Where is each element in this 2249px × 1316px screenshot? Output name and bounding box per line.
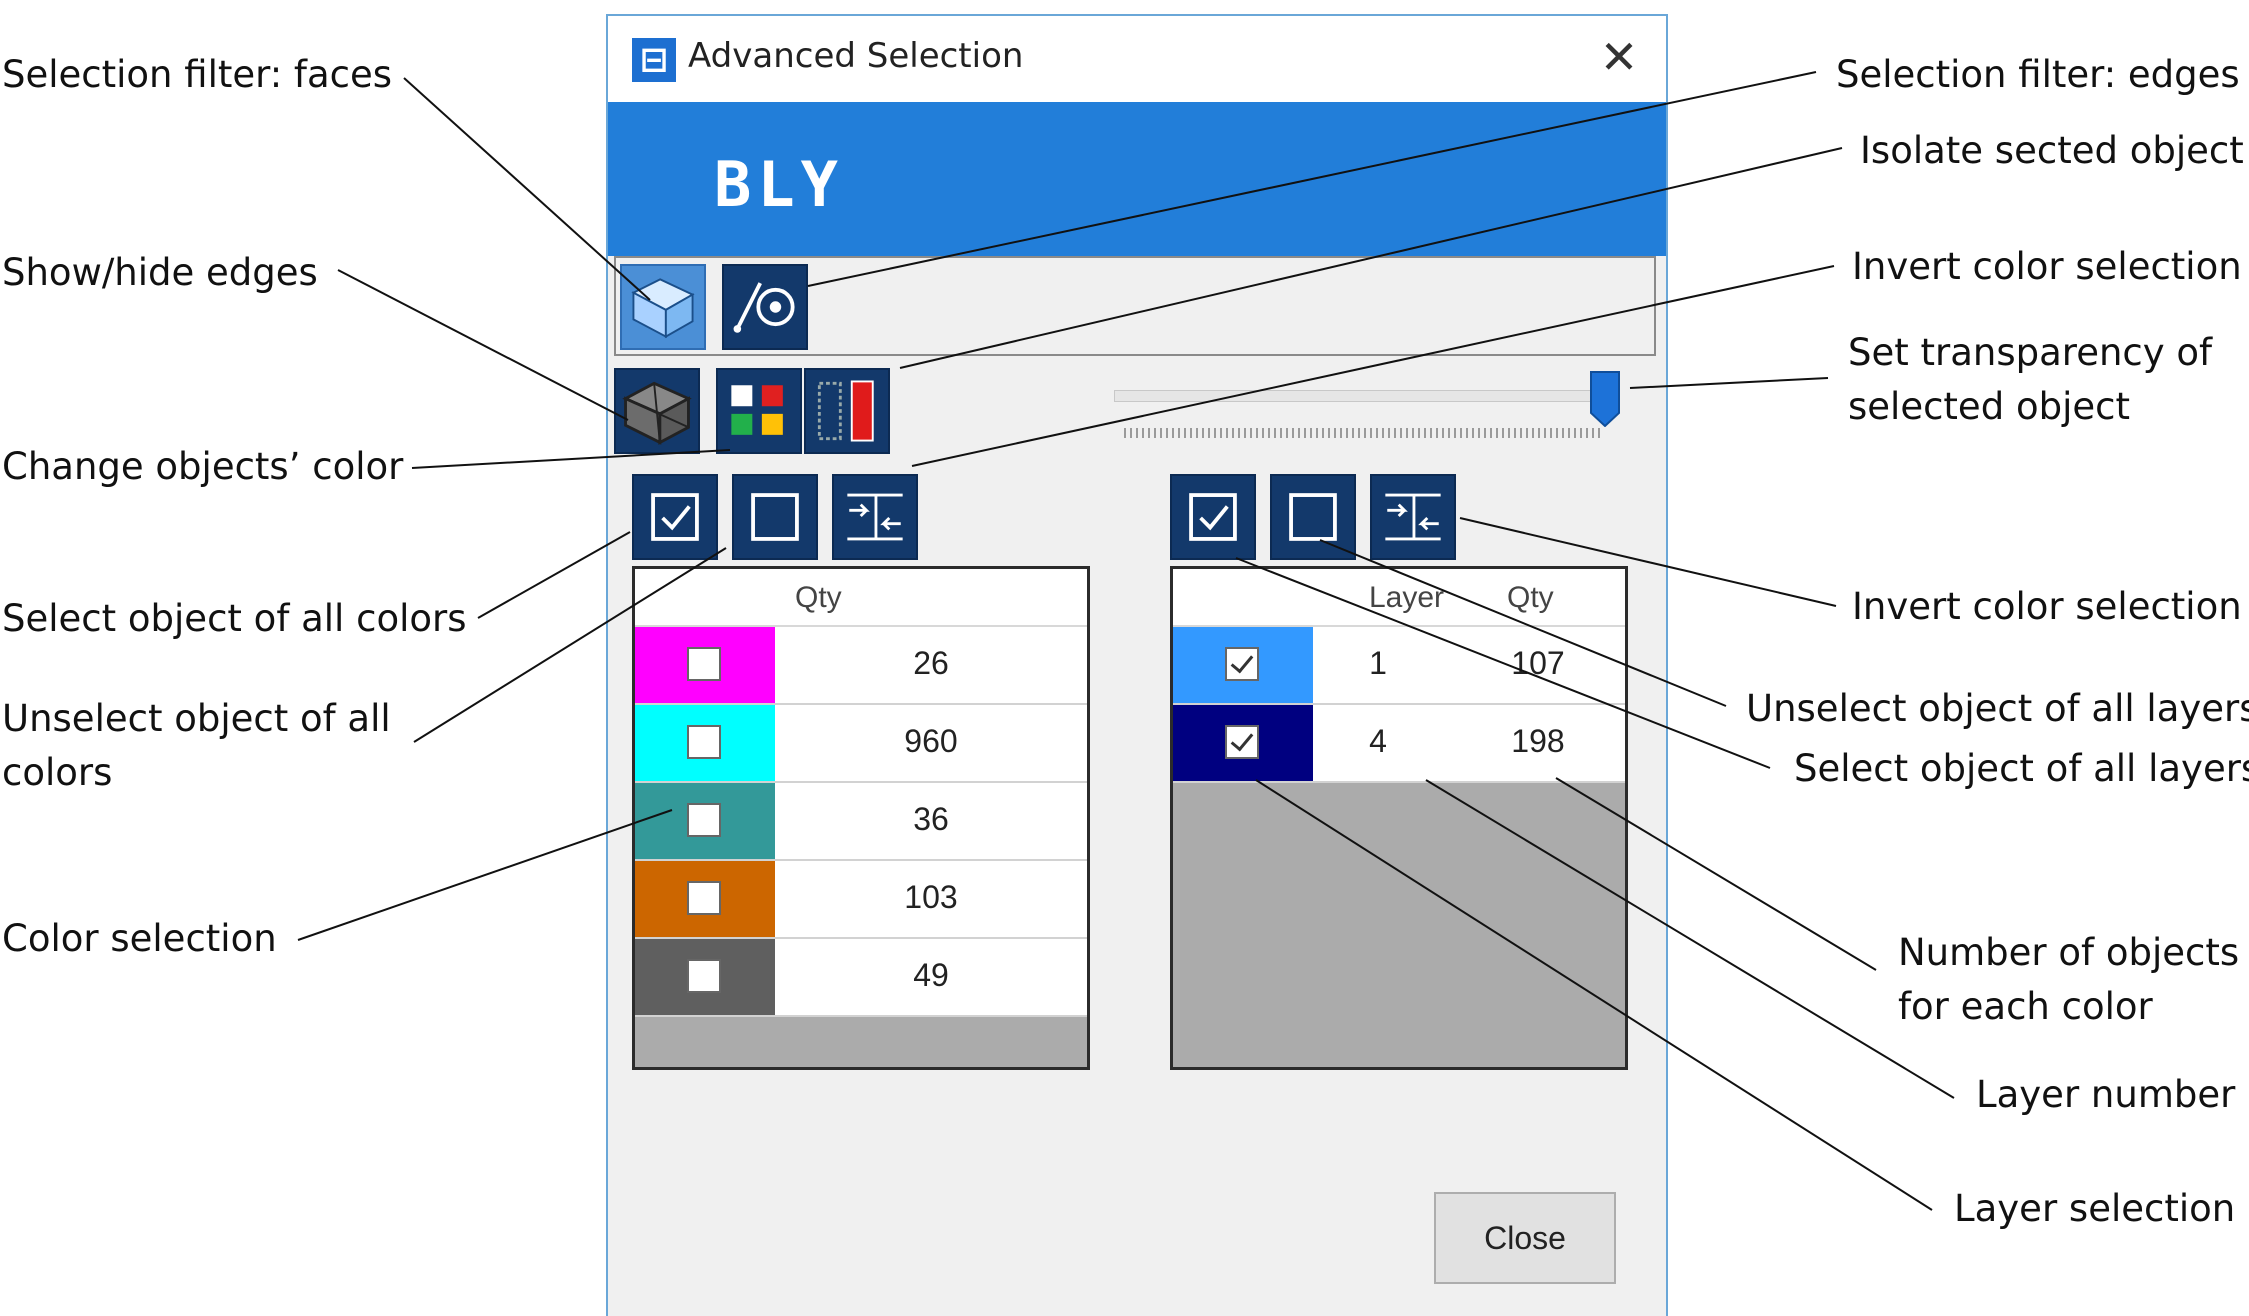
- layer-qty-cell: 107: [1511, 645, 1565, 681]
- isolate-object-icon: [817, 380, 874, 442]
- annotation-unselect-all-colors-line1: Unselect object of all: [2, 697, 391, 740]
- layer-row[interactable]: 1 107: [1173, 627, 1625, 705]
- isolate-object-button[interactable]: [804, 368, 890, 454]
- layer-swatch[interactable]: [1173, 705, 1313, 781]
- color-qty-cell: 26: [913, 645, 949, 681]
- color-checkbox[interactable]: [687, 881, 721, 915]
- transparency-slider-ticks: [1124, 428, 1604, 438]
- close-icon[interactable]: ✕: [1599, 30, 1639, 84]
- title-bar: ⊟ Advanced Selection ✕: [608, 16, 1666, 102]
- color-swatch[interactable]: [635, 939, 775, 1015]
- change-color-button[interactable]: [716, 368, 802, 454]
- show-hide-edges-button[interactable]: [614, 368, 700, 454]
- annotation-selection-filter-faces: Selection filter: faces: [2, 53, 392, 96]
- invert-selection-icon: [1385, 493, 1441, 541]
- layer-number-cell: 1: [1369, 645, 1387, 681]
- color-grid-header: Qty: [635, 569, 1087, 627]
- color-grid-icon: [731, 385, 783, 435]
- layer-grid: Layer Qty 1 107 4 198: [1170, 566, 1628, 1070]
- select-all-colors-button[interactable]: [632, 474, 718, 560]
- app-logo-icon: ⊟: [632, 38, 676, 82]
- color-checkbox[interactable]: [687, 725, 721, 759]
- qty-header: Qty: [795, 581, 842, 614]
- box-faces-icon: [631, 278, 695, 339]
- color-checkbox[interactable]: [687, 803, 721, 837]
- color-swatch[interactable]: [635, 705, 775, 781]
- annotation-unselect-all-colors-line2: colors: [2, 751, 113, 794]
- color-grid: Qty 26 960 36 103 49: [632, 566, 1090, 1070]
- color-qty-cell: 103: [904, 879, 958, 915]
- qty-header: Qty: [1507, 581, 1554, 614]
- annotation-select-all-colors: Select object of all colors: [2, 597, 467, 640]
- layer-checkbox[interactable]: [1225, 725, 1259, 759]
- close-button[interactable]: Close: [1434, 1192, 1616, 1284]
- layer-header: Layer: [1369, 581, 1445, 614]
- color-checkbox[interactable]: [687, 647, 721, 681]
- annotation-invert-color-2: Invert color selection: [1852, 585, 2242, 628]
- transparency-slider-thumb[interactable]: [1590, 371, 1620, 428]
- layer-row[interactable]: 4 198: [1173, 705, 1625, 783]
- transparency-slider-track[interactable]: [1114, 390, 1612, 402]
- layer-checkbox[interactable]: [1225, 647, 1259, 681]
- checkbox-empty-icon: [1289, 493, 1337, 541]
- checkbox-empty-icon: [751, 493, 799, 541]
- invert-selection-icon: [847, 493, 903, 541]
- annotation-selection-filter-edges: Selection filter: edges: [1836, 53, 2240, 96]
- annotation-select-all-layers: Select object of all layers: [1794, 747, 2249, 790]
- color-row[interactable]: 103: [635, 861, 1087, 939]
- color-qty-cell: 36: [913, 801, 949, 837]
- checkbox-checked-icon: [1189, 493, 1237, 541]
- filter-faces-button[interactable]: [620, 264, 706, 350]
- color-qty-cell: 49: [913, 957, 949, 993]
- select-all-layers-button[interactable]: [1170, 474, 1256, 560]
- filter-edges-button[interactable]: [722, 264, 808, 350]
- layer-swatch[interactable]: [1173, 627, 1313, 703]
- annotation-number-of-objects-line1: Number of objects: [1898, 931, 2240, 974]
- annotation-change-color: Change objects’ color: [2, 445, 404, 488]
- annotation-layer-selection: Layer selection: [1954, 1187, 2236, 1230]
- layer-number-cell: 4: [1369, 723, 1387, 759]
- annotation-show-hide-edges: Show/hide edges: [2, 251, 318, 294]
- color-swatch[interactable]: [635, 783, 775, 859]
- layer-grid-header: Layer Qty: [1173, 569, 1625, 627]
- annotation-number-of-objects-line2: for each color: [1898, 985, 2153, 1028]
- color-row[interactable]: 26: [635, 627, 1087, 705]
- annotation-transparency-line2: selected object: [1848, 385, 2130, 428]
- color-swatch[interactable]: [635, 627, 775, 703]
- annotation-transparency-line1: Set transparency of: [1848, 331, 2213, 374]
- checkbox-checked-icon: [651, 493, 699, 541]
- annotation-unselect-all-layers: Unselect object of all layers: [1746, 687, 2249, 730]
- advanced-selection-dialog: ⊟ Advanced Selection ✕ BLY: [606, 14, 1668, 1316]
- wireframe-box-icon: [622, 381, 692, 445]
- unselect-all-layers-button[interactable]: [1270, 474, 1356, 560]
- color-row[interactable]: 36: [635, 783, 1087, 861]
- annotation-layer-number: Layer number: [1976, 1073, 2236, 1116]
- edge-vertex-icon: [733, 282, 795, 333]
- color-row[interactable]: 960: [635, 705, 1087, 783]
- color-qty-cell: 960: [904, 723, 958, 759]
- window-title: Advanced Selection: [688, 36, 1024, 76]
- invert-color-selection-button[interactable]: [832, 474, 918, 560]
- layer-qty-cell: 198: [1511, 723, 1565, 759]
- color-checkbox[interactable]: [687, 959, 721, 993]
- annotation-color-selection: Color selection: [2, 917, 277, 960]
- color-swatch[interactable]: [635, 861, 775, 937]
- brand-logo: BLY: [714, 148, 844, 221]
- brand-banner: BLY: [608, 102, 1666, 256]
- invert-layer-selection-button[interactable]: [1370, 474, 1456, 560]
- unselect-all-colors-button[interactable]: [732, 474, 818, 560]
- annotation-isolate: Isolate sected object: [1860, 129, 2244, 172]
- color-row[interactable]: 49: [635, 939, 1087, 1017]
- annotation-invert-color-1: Invert color selection: [1852, 245, 2242, 288]
